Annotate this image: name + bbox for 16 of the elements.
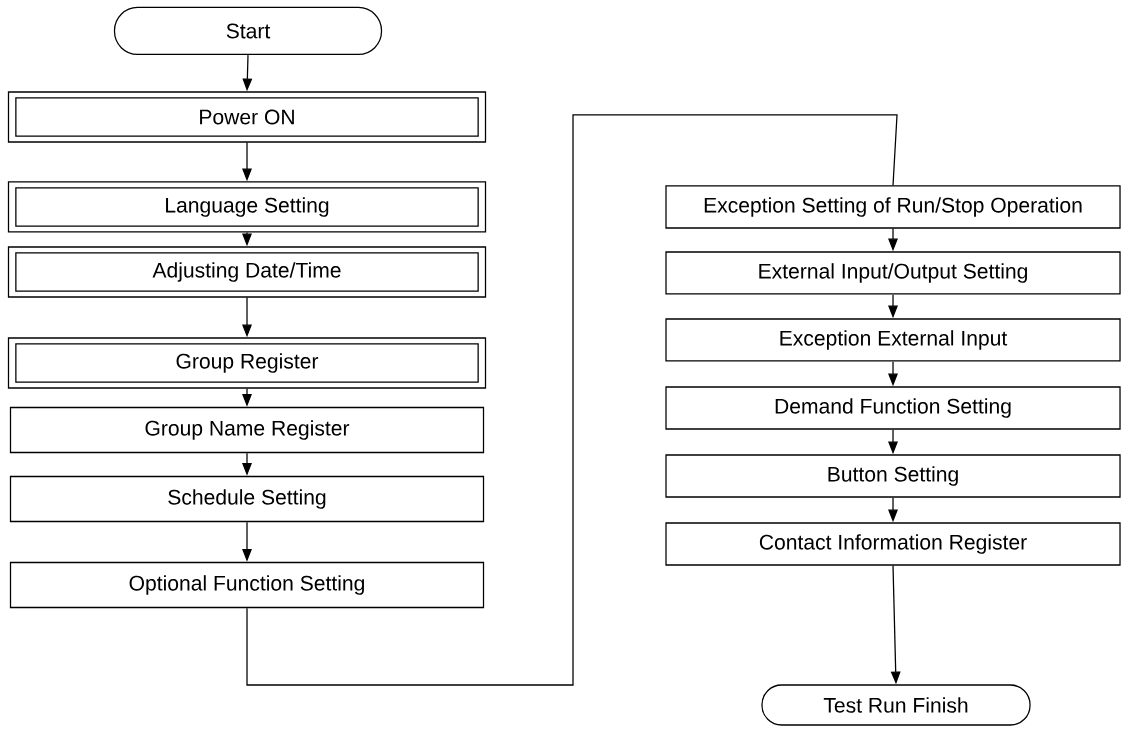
process-box: Schedule Setting bbox=[9, 475, 485, 523]
process-box: Demand Function Setting bbox=[665, 386, 1121, 430]
process-box: Contact Information Register bbox=[665, 522, 1121, 566]
process-box: External Input/Output Setting bbox=[665, 251, 1121, 295]
terminal-box: Test Run Finish bbox=[761, 684, 1031, 726]
predefined-process-box: Group Register bbox=[7, 337, 487, 389]
predefined-process-box: Power ON bbox=[7, 91, 487, 143]
process-box: Exception Setting of Run/Stop Operation bbox=[665, 185, 1121, 229]
predefined-process-box: Language Setting bbox=[7, 181, 487, 233]
process-box: Optional Function Setting bbox=[9, 561, 485, 609]
terminal-box: Start bbox=[113, 6, 383, 56]
predefined-process-box: Adjusting Date/Time bbox=[7, 246, 487, 298]
process-box: Exception External Input bbox=[665, 318, 1121, 362]
process-box: Button Setting bbox=[665, 454, 1121, 498]
connector-line bbox=[246, 114, 898, 686]
process-box: Group Name Register bbox=[9, 406, 485, 454]
